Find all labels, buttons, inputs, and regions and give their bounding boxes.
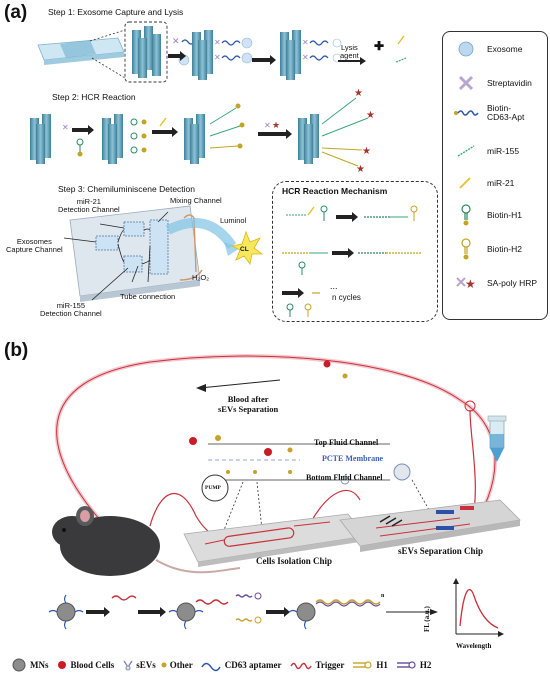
hcr-ellipsis: ... — [330, 281, 338, 291]
cd63-aptamer-icon — [201, 662, 221, 672]
h1-icon — [353, 661, 372, 669]
step1-step2-illustration: ✕ ✕ ✕ ✕ ✕ ✚ ✕ — [30, 21, 407, 175]
panel-a-legend: Exosome Streptavidin Biotin- CD63-Apt mi… — [442, 31, 548, 320]
sa-poly-hrp-icon: ★ — [456, 277, 476, 291]
panel-a-label: (a) — [4, 2, 28, 23]
hcr-mechanism-box — [272, 181, 438, 322]
svg-text:✕: ✕ — [172, 36, 180, 46]
membrane-label: PCTE Membrane — [322, 454, 384, 463]
cells-isolation-chip — [183, 513, 367, 567]
step2-title: Step 2: HCR Reaction — [52, 92, 136, 102]
mouse-illustration — [52, 506, 241, 576]
panel-b-legend: MNs Blood Cells sEVs Other CD63 aptamer … — [12, 656, 548, 674]
mns-icon — [12, 658, 26, 672]
legend-blood-cells: Blood Cells — [70, 660, 115, 670]
cl-label: CL — [240, 246, 249, 253]
biotin-h1-icon — [461, 204, 471, 226]
chip-slab — [37, 37, 125, 65]
step1-title: Step 1: Exosome Capture and Lysis — [48, 7, 184, 17]
hcr-title: HCR Reaction Mechanism — [282, 186, 388, 196]
hcr-mechanism-diagram — [282, 205, 422, 317]
biotin-cd63-apt-icon — [454, 110, 479, 116]
svg-text:★: ★ — [354, 88, 363, 99]
legend-h2: H2 — [419, 660, 432, 670]
bottom-channel-label: Bottom Fluid Channel — [306, 473, 383, 482]
legend-mns: MNs — [30, 660, 49, 670]
panel-b-circuit — [52, 354, 521, 576]
mir155-icon — [457, 145, 475, 157]
collection-tube — [487, 415, 507, 462]
streptavidin-icon — [458, 75, 474, 91]
sevs-separation-chip — [339, 499, 521, 552]
svg-text:✕: ✕ — [302, 38, 309, 47]
chemiluminescence-chip — [63, 205, 264, 302]
h2o2-label: H₂O₂ — [192, 273, 210, 282]
mir21-channel-label: miR-21 Detection Channel — [58, 197, 120, 214]
exosome-icon — [458, 41, 474, 57]
cells-chip-label: Cells Isolation Chip — [256, 556, 333, 566]
svg-text:✕: ✕ — [62, 123, 69, 132]
legend-cd63-aptamer: CD63 aptamer — [224, 660, 282, 670]
legend-sevs: sEVs — [136, 660, 156, 670]
trigger-icon — [289, 662, 312, 670]
sevs-icon — [123, 660, 133, 671]
svg-text:✕: ✕ — [214, 53, 221, 62]
legend-item-exosome: Exosome — [453, 38, 522, 60]
pump-label: PUMP — [205, 485, 221, 491]
fl-axis-label: FL (a.u.) — [423, 606, 431, 632]
svg-text:★: ★ — [366, 110, 375, 121]
svg-text:★: ★ — [272, 120, 280, 130]
other-icon — [161, 662, 167, 668]
biotin-h2-icon — [461, 238, 471, 260]
lysis-agent-label: Lysis agent — [340, 43, 359, 60]
step3-title: Step 3: Chemiluminiscene Detection — [58, 184, 196, 194]
pillar-group-zoom — [132, 26, 161, 78]
legend-item-mir21: miR-21 — [453, 172, 514, 194]
legend-item-biotin-h1: Biotin-H1 — [453, 204, 522, 226]
mixing-channel-label: Mixing Channel — [170, 196, 222, 205]
exosomes-capture-label: Exosomes Capture Channel — [6, 237, 63, 254]
lysis-arrow — [338, 57, 366, 65]
legend-item-biotin-cd63-apt: Biotin- CD63-Apt — [453, 102, 524, 124]
mir21-icon — [459, 177, 471, 189]
svg-text:★: ★ — [465, 277, 476, 291]
panel-b-label: (b) — [4, 340, 29, 361]
legend-h1: H1 — [376, 660, 388, 670]
blood-cells-icon — [57, 661, 66, 669]
legend-other: Other — [169, 660, 193, 670]
plus-sign: ✚ — [374, 39, 384, 53]
svg-text:★: ★ — [356, 164, 365, 175]
hcr-cycles: n cycles — [332, 293, 361, 302]
legend-item-streptavidin: Streptavidin — [453, 72, 532, 94]
svg-text:✕: ✕ — [264, 121, 271, 130]
blood-after-label: Blood after sEVs Separation — [218, 394, 279, 414]
h2-icon — [396, 661, 416, 669]
top-channel-label: Top Fluid Channel — [314, 438, 379, 447]
svg-text:✕: ✕ — [214, 38, 221, 47]
tube-connection-label: Tube connection — [120, 292, 176, 301]
sevs-chip-label: sEVs Separation Chip — [398, 546, 484, 556]
legend-item-mir155: miR-155 — [453, 140, 519, 162]
luminol-label: Luminol — [220, 216, 247, 225]
legend-item-sa-poly-hrp: ★ SA-poly HRP — [453, 272, 537, 294]
legend-item-biotin-h2: Biotin-H2 — [453, 238, 522, 260]
svg-text:✕: ✕ — [302, 53, 309, 62]
mir155-channel-label: miR-155 Detection Channel — [40, 301, 102, 318]
detection-scheme — [48, 578, 504, 637]
n-subscript: n — [381, 593, 385, 599]
wavelength-axis-label: Wavelength — [456, 642, 492, 650]
legend-trigger: Trigger — [315, 660, 345, 670]
svg-text:★: ★ — [362, 146, 371, 157]
